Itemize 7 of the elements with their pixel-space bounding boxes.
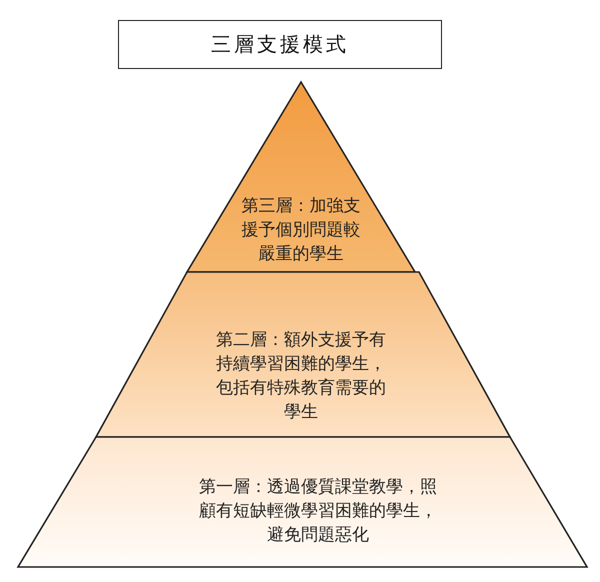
tier-description: 第二層：額外支援予有持續學習困難的學生，包括有特殊教育需要的學生 (215, 329, 387, 424)
tier-description: 第三層：加強支援予個別問題較嚴重的學生 (240, 195, 362, 266)
pyramid-tier (187, 82, 415, 272)
diagram-title: 三層支援模式 (211, 31, 349, 58)
pyramid-tier (18, 437, 587, 567)
pyramid-tier (96, 272, 510, 437)
tier-description: 第一層：透過優質課堂教學，照顧有短缺輕微學習困難的學生，避免問題惡化 (198, 476, 438, 547)
